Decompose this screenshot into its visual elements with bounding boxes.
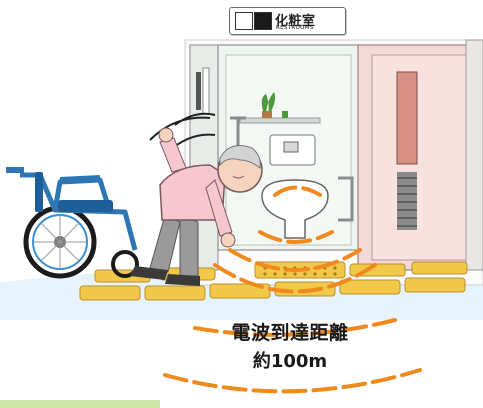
toilet-men-women-icon <box>235 12 253 30</box>
sign-restroom-kanji: 化粧室 <box>275 14 316 29</box>
green-strip <box>0 400 160 408</box>
door-handle <box>396 71 418 165</box>
caption-range: 約100m <box>252 351 328 372</box>
grab-bar-right <box>338 176 354 222</box>
door-vent <box>397 172 417 230</box>
wheelchair-icon <box>254 12 272 30</box>
caption-title: 電波到達距離 <box>231 322 349 344</box>
plant-icon <box>261 92 276 117</box>
sign-restroom-english: RESTROOMS <box>276 25 314 31</box>
tactile-paving <box>79 261 468 301</box>
wheelchair <box>6 167 139 279</box>
elderly-man <box>130 127 263 286</box>
grab-bar-left <box>230 116 246 150</box>
radio-waves <box>163 185 422 394</box>
restroom-sign: 化粧室 RESTROOMS <box>229 7 346 35</box>
